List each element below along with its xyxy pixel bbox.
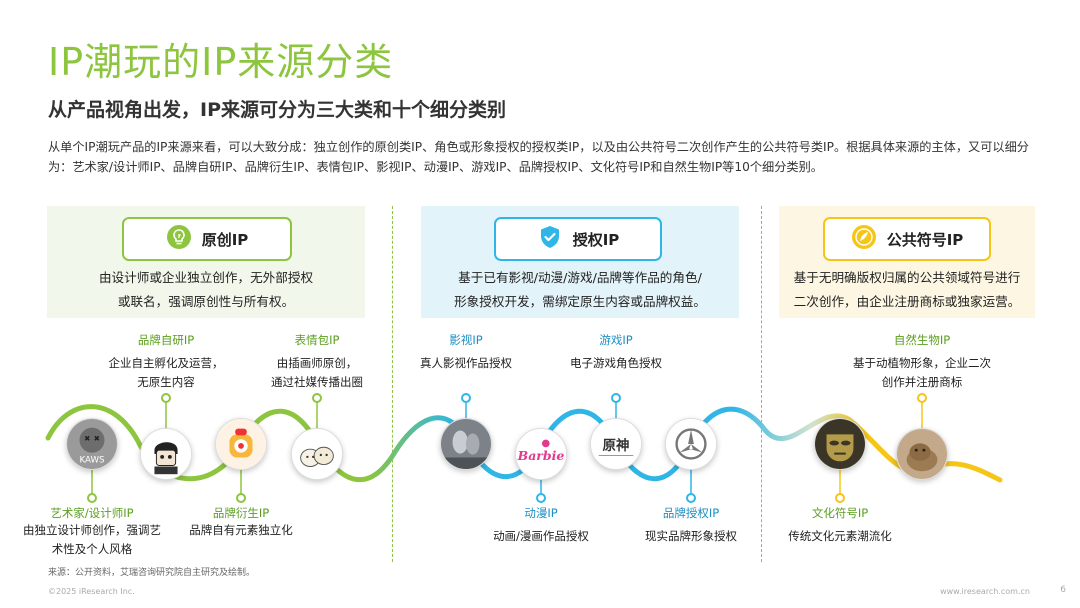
leaf-coin-icon: [851, 224, 877, 254]
category-culture-name: 文化符号IP: [811, 506, 869, 520]
intro-paragraph: 从单个IP潮玩产品的IP来源来看，可以大致分成：独立创作的原创类IP、角色或形象…: [48, 140, 1029, 174]
svg-text:原神: 原神: [603, 437, 630, 454]
category-anime: 动漫IP 动画/漫画作品授权: [471, 505, 611, 546]
category-meme-desc: 由插画师原创，通过社媒传播出圈: [271, 356, 363, 389]
category-film-desc: 真人影视作品授权: [420, 356, 512, 370]
category-nature-name: 自然生物IP: [893, 333, 951, 347]
original-ip-description: 由设计师或企业独立创作，无外部授权 或联名，强调原创性与所有权。: [98, 270, 314, 309]
category-brand-own: 品牌自研IP 企业自主孵化及运营，无原生内容: [96, 332, 236, 392]
mercedes-logo-image: [665, 418, 717, 470]
category-film: 影视IP 真人影视作品授权: [396, 332, 536, 373]
category-game-name: 游戏IP: [599, 333, 633, 347]
panel-public-ip: 公共符号IP 基于无明确版权归属的公共领域符号进行 二次创作，由企业注册商标或独…: [779, 206, 1035, 318]
category-meme-name: 表情包IP: [294, 333, 340, 347]
bronze-mask-image: [814, 418, 866, 470]
category-culture: 文化符号IP 传统文化元素潮流化: [770, 505, 910, 546]
public-ip-label: 公共符号IP: [886, 230, 964, 249]
category-brand-own-desc: 企业自主孵化及运营，无原生内容: [108, 356, 224, 389]
licensed-ip-label: 授权IP: [572, 230, 620, 249]
category-brand-license: 品牌授权IP 现实品牌形象授权: [621, 505, 761, 546]
category-nature: 自然生物IP 基于动植物形象，企业二次创作并注册商标: [842, 332, 1002, 392]
original-ip-label-box: 原创IP: [122, 217, 292, 261]
barbie-logo-image: Barbie: [515, 428, 567, 480]
category-nature-desc: 基于动植物形象，企业二次创作并注册商标: [853, 356, 991, 389]
page-title: IP潮玩的IP来源分类: [48, 40, 394, 84]
copyright: ©2025 iResearch Inc.: [48, 587, 135, 596]
category-game-desc: 电子游戏角色授权: [570, 356, 662, 370]
original-ip-label: 原创IP: [201, 230, 249, 249]
source-note: 来源：公开资料，艾瑞咨询研究院自主研究及绘制。: [48, 568, 256, 578]
public-ip-label-box: 公共符号IP: [823, 217, 991, 261]
public-ip-description: 基于无明确版权归属的公共领域符号进行 二次创作，由企业注册商标或独家运营。: [793, 270, 1021, 309]
meme-characters-image: [291, 428, 343, 480]
category-film-name: 影视IP: [449, 333, 483, 347]
category-brand-derived: 品牌衍生IP 品牌自有元素独立化: [171, 505, 311, 540]
category-anime-desc: 动画/漫画作品授权: [493, 529, 589, 543]
lightbulb-icon: [166, 224, 192, 254]
brand-character-image: [140, 428, 192, 480]
page-number: 6: [1060, 585, 1066, 595]
category-artist-name: 艺术家/设计师IP: [50, 506, 134, 520]
category-brand-derived-name: 品牌衍生IP: [212, 506, 270, 520]
category-brand-license-name: 品牌授权IP: [662, 506, 720, 520]
licensed-ip-label-box: 授权IP: [494, 217, 662, 261]
divider-right: [761, 206, 762, 562]
genshin-logo-image: 原神: [590, 418, 642, 470]
page-subtitle: 从产品视角出发，IP来源可分为三大类和十个细分类别: [48, 99, 506, 121]
category-anime-name: 动漫IP: [524, 506, 558, 520]
category-brand-license-desc: 现实品牌形象授权: [645, 529, 737, 543]
category-artist-desc: 由独立设计师创作，强调艺术性及个人风格: [23, 523, 161, 556]
category-brand-derived-desc: 品牌自有元素独立化: [189, 523, 293, 537]
svg-text:KAWS: KAWS: [80, 455, 105, 465]
category-culture-desc: 传统文化元素潮流化: [788, 529, 892, 543]
shield-check-icon: [537, 224, 563, 254]
film-character-image: [440, 418, 492, 470]
kaws-figure-image: KAWS: [66, 418, 118, 470]
category-brand-own-name: 品牌自研IP: [137, 333, 195, 347]
panel-original-ip: 原创IP 由设计师或企业独立创作，无外部授权 或联名，强调原创性与所有权。: [47, 206, 365, 318]
divider-left: [392, 206, 393, 562]
panel-licensed-ip: 授权IP 基于已有影视/动漫/游戏/品牌等作品的角色/ 形象授权开发，需绑定原生…: [421, 206, 739, 318]
category-meme: 表情包IP 由插画师原创，通过社媒传播出圈: [247, 332, 387, 392]
category-artist: 艺术家/设计师IP 由独立设计师创作，强调艺术性及个人风格: [22, 505, 162, 559]
capybara-image: [896, 428, 948, 480]
licensed-ip-description: 基于已有影视/动漫/游戏/品牌等作品的角色/ 形象授权开发，需绑定原生内容或品牌…: [454, 270, 706, 309]
website-link[interactable]: www.iresearch.com.cn: [940, 587, 1030, 596]
derived-character-image: [215, 418, 267, 470]
category-game: 游戏IP 电子游戏角色授权: [546, 332, 686, 373]
svg-text:Barbie: Barbie: [517, 448, 565, 463]
